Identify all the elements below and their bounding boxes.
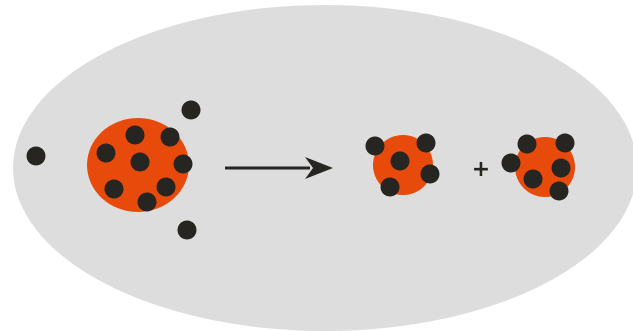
nucleus-particle xyxy=(501,153,521,173)
free-particle xyxy=(177,220,197,240)
free-particle xyxy=(26,146,46,166)
right-arrow-icon xyxy=(225,157,333,179)
nucleus-particle xyxy=(104,179,124,199)
nucleus-particle xyxy=(551,158,571,178)
nucleus-particle xyxy=(555,133,575,153)
nucleus-particle xyxy=(549,181,569,201)
nucleus-particle xyxy=(365,136,385,156)
incoming-particles xyxy=(26,100,201,240)
nucleus-particle xyxy=(96,143,116,163)
nucleus-particle xyxy=(156,177,176,197)
arrow-head xyxy=(305,157,333,179)
nucleus-particle xyxy=(390,151,410,171)
nucleus-particle xyxy=(416,133,436,153)
nucleus-particle xyxy=(523,169,543,189)
nucleus-particle xyxy=(517,134,537,154)
plus-operator: + xyxy=(472,157,490,182)
product-nucleus-2 xyxy=(501,133,575,201)
nucleus-particle xyxy=(380,177,400,197)
nucleus-particle xyxy=(125,125,145,145)
large-nucleus xyxy=(87,118,193,212)
product-nucleus-1 xyxy=(365,133,440,197)
nucleus-particle xyxy=(130,152,150,172)
nucleus-particle xyxy=(137,192,157,212)
nucleus-particle xyxy=(160,127,180,147)
nucleus-particle xyxy=(420,164,440,184)
free-particle xyxy=(181,100,201,120)
nucleus-particle xyxy=(173,154,193,174)
